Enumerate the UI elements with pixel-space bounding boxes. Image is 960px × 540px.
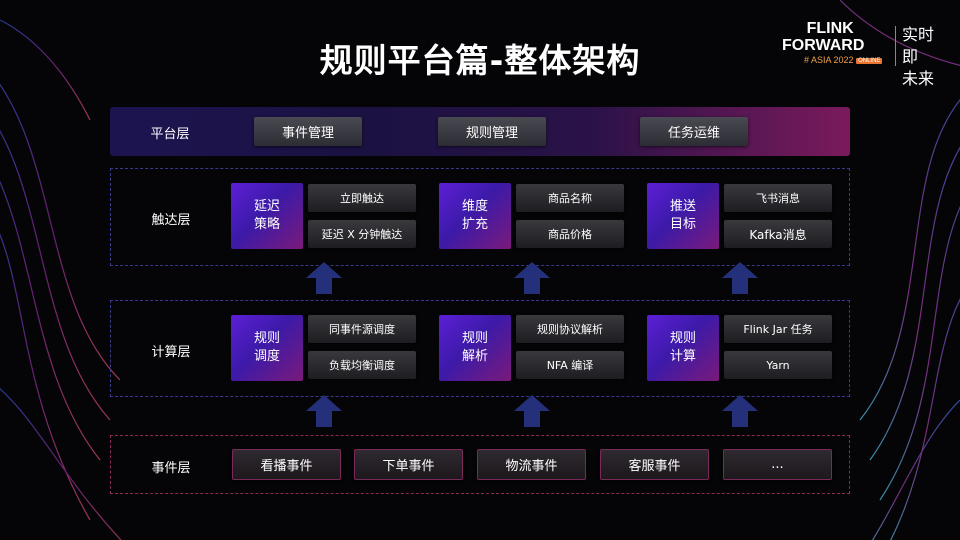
platform-layer-label: 平台层 <box>110 123 230 142</box>
touch-item-immediate: 立即触达 <box>308 184 416 212</box>
compute-item-load-balance: 负载均衡调度 <box>308 351 416 379</box>
logo-wordmark: FLINK FORWARD <box>782 20 864 54</box>
platform-item-rule-management: 规则管理 <box>438 117 546 146</box>
platform-layer: 平台层 事件管理 规则管理 任务运维 <box>110 107 850 156</box>
arrow-up-icon <box>512 395 552 427</box>
logo-line1: FLINK <box>782 20 864 37</box>
compute-layer: 计算层 规则 调度 同事件源调度 负载均衡调度 规则 解析 规则协议解析 NFA… <box>110 300 850 397</box>
touch-item-feishu: 飞书消息 <box>724 184 832 212</box>
event-item-more: ... <box>723 449 832 480</box>
compute-category-rule-compute: 规则 计算 <box>647 315 719 381</box>
touch-item-delay-x-min: 延迟 X 分钟触达 <box>308 220 416 248</box>
compute-item-protocol-parse: 规则协议解析 <box>516 315 624 343</box>
touch-item-product-price: 商品价格 <box>516 220 624 248</box>
touch-category-dimension-expand: 维度 扩充 <box>439 183 511 249</box>
event-item-order: 下单事件 <box>354 449 463 480</box>
logo-separator <box>895 26 896 66</box>
compute-layer-label: 计算层 <box>111 341 231 360</box>
logo-slogan: 实时即 未来 <box>902 24 942 90</box>
compute-item-same-source: 同事件源调度 <box>308 315 416 343</box>
touch-item-product-name: 商品名称 <box>516 184 624 212</box>
compute-item-flink-jar: Flink Jar 任务 <box>724 315 832 343</box>
logo-slogan-line2: 未来 <box>902 68 942 90</box>
event-item-logistics: 物流事件 <box>477 449 586 480</box>
touch-layer: 触达层 延迟 策略 立即触达 延迟 X 分钟触达 维度 扩充 商品名称 商品价格… <box>110 168 850 266</box>
logo-slogan-line1: 实时即 <box>902 24 942 68</box>
compute-category-rule-scheduling: 规则 调度 <box>231 315 303 381</box>
compute-item-yarn: Yarn <box>724 351 832 379</box>
event-item-live-view: 看播事件 <box>232 449 341 480</box>
logo-line2: FORWARD <box>782 37 864 54</box>
arrow-up-icon <box>304 262 344 294</box>
logo-asia: # ASIA 2022 ONLINE <box>804 55 882 65</box>
event-item-customer-service: 客服事件 <box>600 449 709 480</box>
arrow-up-icon <box>720 395 760 427</box>
touch-category-delay-strategy: 延迟 策略 <box>231 183 303 249</box>
arrow-up-icon <box>720 262 760 294</box>
logo-online-badge: ONLINE <box>856 58 882 64</box>
logo-asia-text: # ASIA 2022 <box>804 55 854 65</box>
compute-category-rule-parsing: 规则 解析 <box>439 315 511 381</box>
touch-category-push-target: 推送 目标 <box>647 183 719 249</box>
touch-item-kafka: Kafka消息 <box>724 220 832 248</box>
flink-forward-logo: FLINK FORWARD # ASIA 2022 ONLINE 实时即 未来 <box>782 20 942 70</box>
event-layer: 事件层 看播事件 下单事件 物流事件 客服事件 ... <box>110 435 850 494</box>
arrow-up-icon <box>512 262 552 294</box>
touch-layer-label: 触达层 <box>111 209 231 228</box>
event-layer-label: 事件层 <box>111 457 231 476</box>
platform-item-event-management: 事件管理 <box>254 117 362 146</box>
platform-item-task-ops: 任务运维 <box>640 117 748 146</box>
arrow-up-icon <box>304 395 344 427</box>
compute-item-nfa-compile: NFA 编译 <box>516 351 624 379</box>
